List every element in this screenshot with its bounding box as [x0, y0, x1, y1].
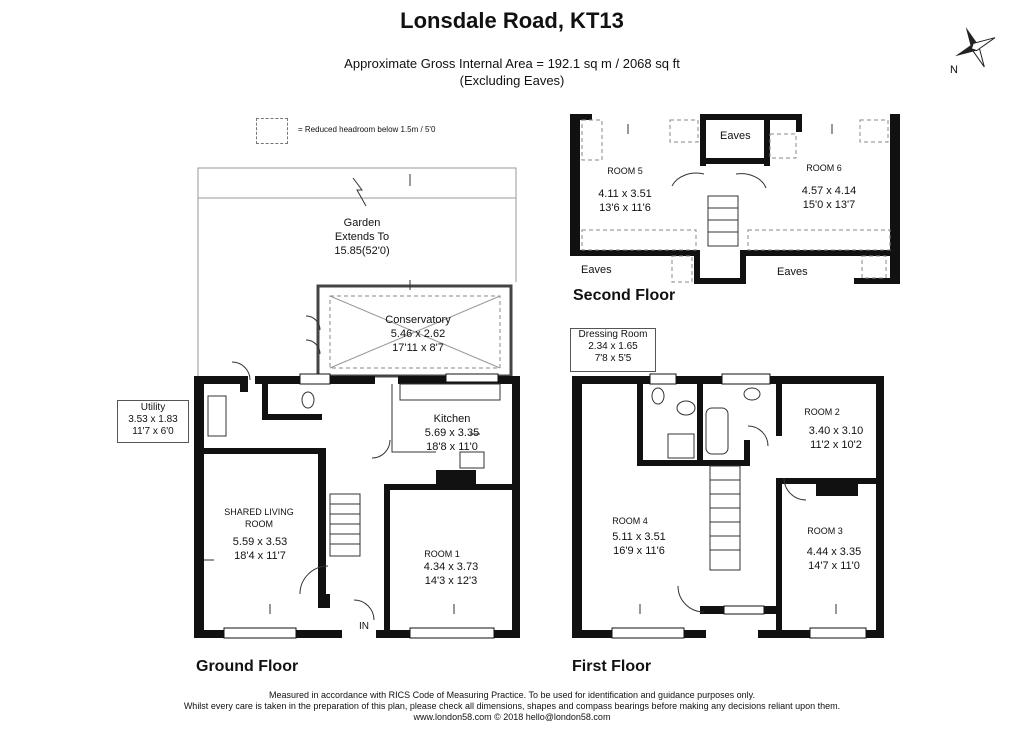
- room4-imperial: 16'9 x 11'6: [613, 545, 665, 557]
- room1-name: ROOM 1: [424, 549, 460, 559]
- garden-dims: 15.85(52'0): [334, 245, 390, 257]
- living-room-metric: 5.59 x 3.53: [232, 536, 288, 548]
- room3-imperial: 14'7 x 11'0: [808, 560, 860, 572]
- dressing-room-imperial: 7'8 x 5'5: [594, 353, 632, 364]
- room4-name: ROOM 4: [612, 516, 648, 526]
- room1-metric: 4.34 x 3.73: [423, 561, 479, 573]
- room2-metric: 3.40 x 3.10: [808, 425, 864, 437]
- room2-imperial: 11'2 x 10'2: [810, 439, 862, 451]
- room6-imperial: 15'0 x 13'7: [802, 199, 856, 211]
- kitchen-imperial: 18'8 x 11'0: [426, 441, 478, 453]
- kitchen-label: Kitchen 5.69 x 3.35 18'8 x 11'0: [425, 412, 479, 454]
- dressing-room-metric: 2.34 x 1.65: [588, 341, 638, 352]
- garden-name: Garden: [343, 217, 381, 229]
- utility-imperial: 11'7 x 6'0: [132, 426, 174, 437]
- footer-line1: Measured in accordance with RICS Code of…: [269, 690, 755, 700]
- area-summary: Approximate Gross Internal Area = 192.1 …: [0, 55, 1024, 89]
- entrance-label: IN: [359, 621, 369, 632]
- kitchen-name: Kitchen: [433, 413, 471, 425]
- conservatory-label: Conservatory 5.46 x 2.62 17'11 x 8'7: [385, 313, 450, 355]
- footer-line2: Whilst every care is taken in the prepar…: [183, 701, 841, 711]
- utility-metric: 3.53 x 1.83: [128, 414, 178, 425]
- eaves-right-label: Eaves: [777, 266, 808, 278]
- living-room-name: SHARED LIVING ROOM: [224, 506, 294, 530]
- reduced-headroom-swatch: [256, 118, 288, 144]
- gross-area: Approximate Gross Internal Area = 192.1 …: [344, 56, 680, 71]
- room1-dims: 4.34 x 3.73 14'3 x 12'3: [424, 560, 478, 588]
- compass-north-label: N: [950, 64, 958, 76]
- utility-label: Utility 3.53 x 1.83 11'7 x 6'0: [117, 400, 189, 443]
- legend-text: = Reduced headroom below 1.5m / 5'0: [298, 125, 436, 134]
- conservatory-imperial: 17'11 x 8'7: [392, 342, 444, 354]
- living-room-dims: 5.59 x 3.53 18'4 x 11'7: [233, 535, 287, 563]
- conservatory-metric: 5.46 x 2.62: [390, 328, 446, 340]
- room4-metric: 5.11 x 3.51: [612, 531, 666, 543]
- ground-floor-label: Ground Floor: [196, 658, 299, 675]
- conservatory-name: Conservatory: [385, 314, 451, 326]
- plan-title: Lonsdale Road, KT13: [400, 8, 624, 33]
- dressing-room-name: Dressing Room: [578, 329, 648, 340]
- garden-line2: Extends To: [334, 231, 390, 243]
- eaves-top-label: Eaves: [720, 130, 751, 142]
- eaves-note: (Excluding Eaves): [459, 73, 565, 88]
- room1-imperial: 14'3 x 12'3: [424, 575, 478, 587]
- room3-dims: 4.44 x 3.35 14'7 x 11'0: [807, 545, 861, 573]
- room3-metric: 4.44 x 3.35: [806, 546, 862, 558]
- garden-label: Garden Extends To 15.85(52'0): [334, 216, 389, 258]
- room5-imperial: 13'6 x 11'6: [599, 202, 651, 214]
- utility-name: Utility: [140, 402, 166, 413]
- room6-metric: 4.57 x 4.14: [801, 185, 857, 197]
- room5-dims: 4.11 x 3.51 13'6 x 11'6: [598, 187, 652, 215]
- second-floor-label: Second Floor: [573, 287, 676, 304]
- room5-metric: 4.11 x 3.51: [598, 188, 652, 200]
- first-floor-label: First Floor: [572, 658, 652, 675]
- room6-dims: 4.57 x 4.14 15'0 x 13'7: [802, 184, 856, 212]
- kitchen-metric: 5.69 x 3.35: [424, 427, 480, 439]
- room6-name: ROOM 6: [806, 163, 842, 173]
- living-room-imperial: 18'4 x 11'7: [234, 550, 286, 562]
- living-room-name-line2: ROOM: [245, 519, 273, 529]
- room2-name: ROOM 2: [804, 407, 840, 417]
- room3-name: ROOM 3: [807, 526, 843, 536]
- room4-dims: 5.11 x 3.51 16'9 x 11'6: [612, 530, 666, 558]
- room5-name: ROOM 5: [607, 166, 643, 176]
- footer-line3: www.london58.com © 2018 hello@london58.c…: [413, 712, 611, 722]
- eaves-left-label: Eaves: [581, 264, 612, 276]
- room2-dims: 3.40 x 3.10 11'2 x 10'2: [809, 424, 863, 452]
- living-room-name-line1: SHARED LIVING: [224, 507, 294, 517]
- disclaimer-footer: Measured in accordance with RICS Code of…: [0, 690, 1024, 723]
- dressing-room-label: Dressing Room 2.34 x 1.65 7'8 x 5'5: [570, 328, 656, 372]
